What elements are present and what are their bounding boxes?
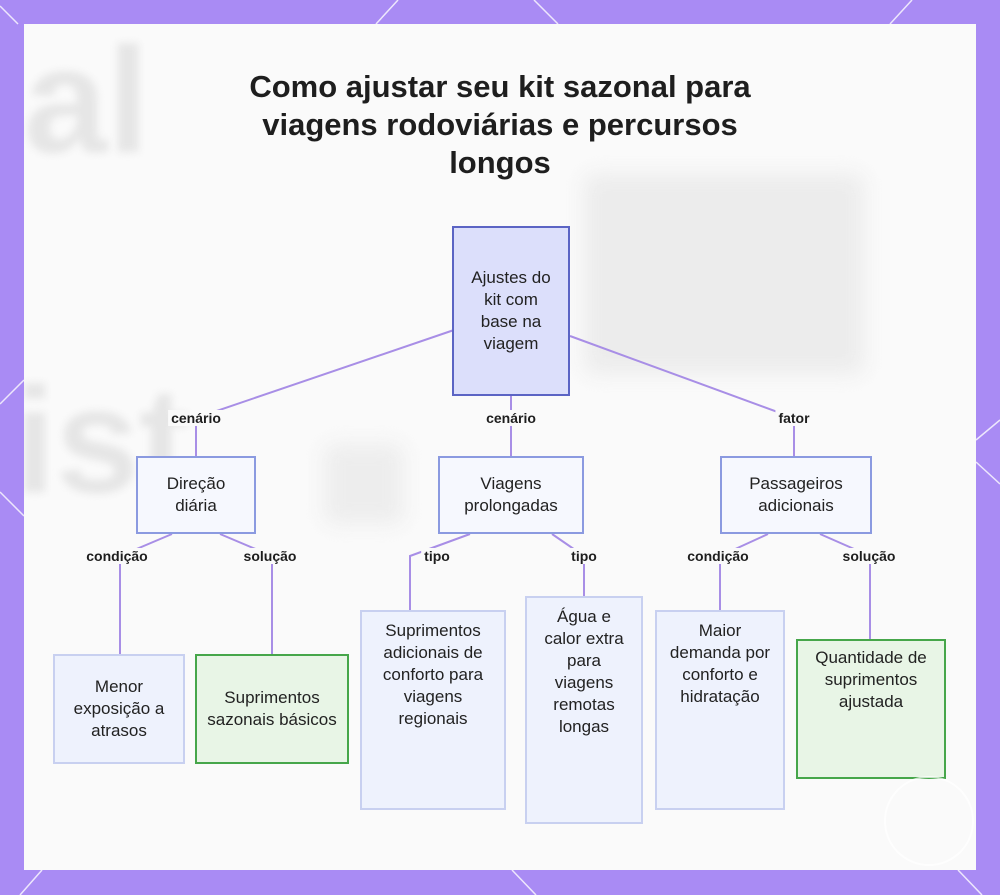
edge-passageiros-maior — [719, 533, 769, 610]
node-suprimentos-regionais: Suprimentos adicionais de conforto para … — [360, 610, 506, 810]
diagram-panel: al ist Como ajustar seu kit sazonal para… — [24, 24, 976, 870]
edge-label-passageiros-quantidade: solução — [839, 548, 899, 564]
watermark-logo-icon — [884, 776, 974, 866]
edge-label-root-direcao: cenário — [168, 410, 224, 426]
edge-label-direcao-basicos: solução — [240, 548, 300, 564]
node-maior-demanda: Maior demanda por conforto e hidratação — [655, 610, 785, 810]
edge-label-viagens-agua: tipo — [568, 548, 600, 564]
node-suprimentos-basicos: Suprimentos sazonais básicos — [195, 654, 349, 764]
edge-root-direcao — [195, 329, 455, 456]
edge-viagens-agua — [551, 533, 585, 596]
node-direcao-diaria: Direção diária — [136, 456, 256, 534]
background-decoration: al — [24, 24, 150, 184]
background-decoration — [324, 444, 404, 524]
edge-label-root-passageiros: fator — [775, 410, 813, 426]
node-passageiros-adicionais: Passageiros adicionais — [720, 456, 872, 534]
node-menor-exposicao: Menor exposição a atrasos — [53, 654, 185, 764]
edge-root-passageiros — [569, 335, 795, 456]
diagram-title: Como ajustar seu kit sazonal para viagen… — [249, 69, 751, 180]
edge-viagens-regionais — [409, 533, 471, 610]
edge-label-direcao-menor: condição — [83, 548, 151, 564]
edge-label-root-viagens: cenário — [483, 410, 539, 426]
node-quantidade-ajustada: Quantidade de suprimentos ajustada — [796, 639, 946, 779]
node-root: Ajustes do kit com base na viagem — [452, 226, 570, 396]
background-decoration — [584, 174, 864, 374]
edge-label-viagens-regionais: tipo — [421, 548, 453, 564]
edge-label-passageiros-maior: condição — [684, 548, 752, 564]
node-viagens-prolongadas: Viagens prolongadas — [438, 456, 584, 534]
node-agua-calor: Água e calor extra para viagens remotas … — [525, 596, 643, 824]
